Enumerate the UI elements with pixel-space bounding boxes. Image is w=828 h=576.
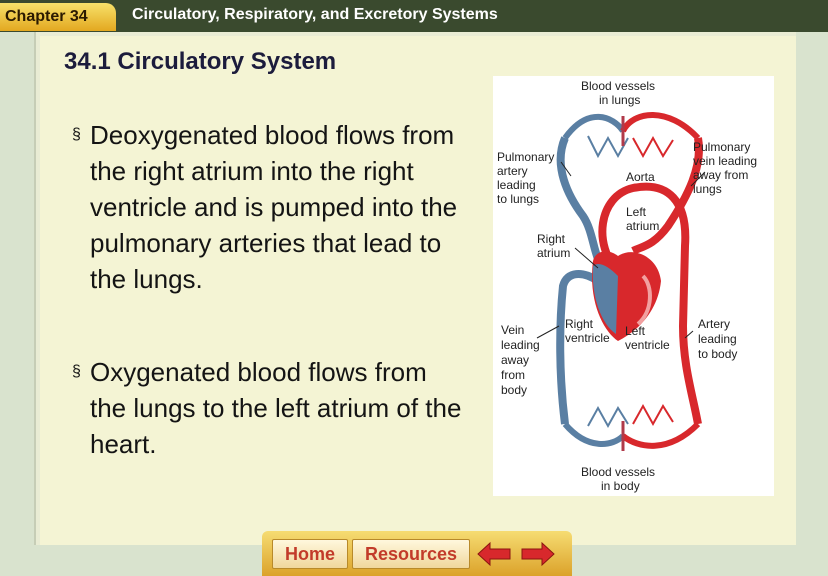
- diagram-labels: Blood vessels in lungs Pulmonary artery …: [497, 79, 757, 493]
- label-lungs-1: Blood vessels: [581, 79, 655, 93]
- nav-bar: Home Resources: [262, 531, 572, 576]
- section-title: 34.1 Circulatory System: [64, 48, 337, 75]
- label-pointers: [536, 161, 706, 339]
- lung-capillaries: [562, 112, 701, 159]
- left-arrow-icon[interactable]: [476, 541, 512, 567]
- label-pa-2: artery: [497, 164, 528, 178]
- right-arrow-icon[interactable]: [520, 541, 556, 567]
- label-la-2: atrium: [626, 219, 659, 233]
- label-vein-3: away: [501, 353, 529, 367]
- label-pv-4: lungs: [693, 182, 722, 196]
- pulmonary-artery: [556, 136, 605, 268]
- label-vein-5: body: [501, 383, 527, 397]
- bullet-text: Oxygenated blood flows from the lungs to…: [90, 357, 462, 459]
- label-ra-1: Right: [537, 232, 566, 246]
- label-la-1: Left: [626, 205, 647, 219]
- heart: [592, 251, 661, 341]
- label-art-2: leading: [698, 332, 737, 346]
- bullet-marker: §: [72, 363, 81, 380]
- label-pa-3: leading: [497, 178, 536, 192]
- label-vein-2: leading: [501, 338, 540, 352]
- label-lv-2: ventricle: [625, 338, 670, 352]
- label-rv-2: ventricle: [565, 331, 610, 345]
- label-pv-1: Pulmonary: [693, 140, 750, 154]
- bullet-item: § Deoxygenated blood flows from the righ…: [72, 117, 462, 297]
- vein-from-body: [556, 270, 601, 425]
- circulation-diagram-svg: Blood vessels in lungs Pulmonary artery …: [497, 79, 757, 493]
- label-pv-3: away from: [693, 168, 748, 182]
- label-body-2: in body: [601, 479, 640, 493]
- label-pv-2: vein leading: [693, 154, 757, 168]
- aorta: [598, 182, 702, 425]
- label-lv-1: Left: [625, 324, 646, 338]
- home-button[interactable]: Home: [272, 539, 348, 569]
- body-capillaries: [562, 403, 701, 451]
- label-body-1: Blood vessels: [581, 465, 655, 479]
- label-ra-2: atrium: [537, 246, 570, 260]
- resources-button[interactable]: Resources: [352, 539, 470, 569]
- label-pa-4: to lungs: [497, 192, 539, 206]
- chapter-tab: Chapter 34: [0, 3, 116, 31]
- circulation-diagram: Blood vessels in lungs Pulmonary artery …: [493, 76, 774, 496]
- label-aorta: Aorta: [626, 170, 655, 184]
- label-rv-1: Right: [565, 317, 594, 331]
- pulmonary-vein: [631, 137, 703, 255]
- label-art-1: Artery: [698, 317, 730, 331]
- unit-title: Circulatory, Respiratory, and Excretory …: [132, 6, 498, 23]
- label-lungs-2: in lungs: [599, 93, 640, 107]
- bullet-marker: §: [72, 126, 81, 143]
- header-bar: [0, 0, 828, 32]
- bullet-text: Deoxygenated blood flows from the right …: [90, 120, 458, 294]
- bullet-item: § Oxygenated blood flows from the lungs …: [72, 354, 462, 462]
- label-vein-1: Vein: [501, 323, 524, 337]
- label-vein-4: from: [501, 368, 525, 382]
- label-art-3: to body: [698, 347, 737, 361]
- label-pa-1: Pulmonary: [497, 150, 554, 164]
